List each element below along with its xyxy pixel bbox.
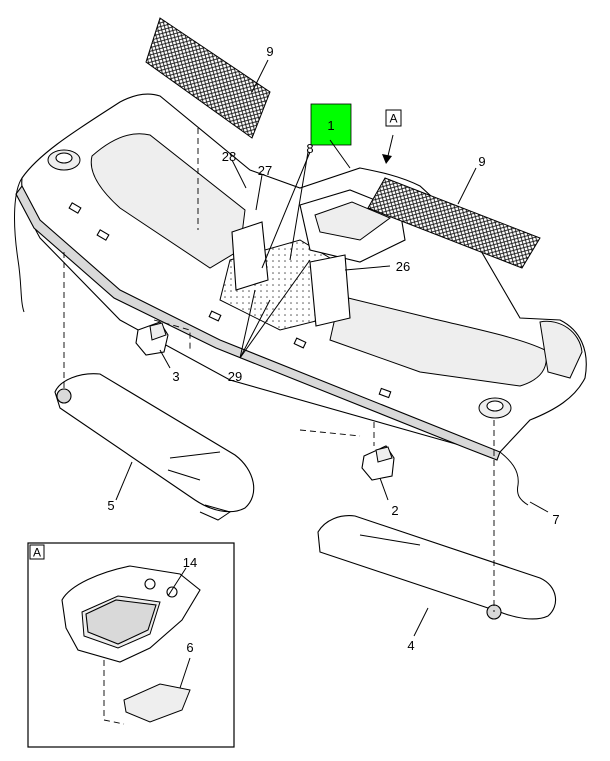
detail-label: A [33,546,41,560]
callout-7: 7 [552,512,559,527]
callout-9-left: 9 [266,44,273,59]
detail-view-a: A [27,542,235,748]
callout-1: 1 [327,118,334,133]
callout-2: 2 [391,503,398,518]
callout-3: 3 [172,369,179,384]
headliner [14,93,587,506]
callout-6: 6 [186,640,193,655]
callouts: 1 9 9 8 28 27 26 29 3 2 7 5 4 14 6 [107,44,559,655]
mesh-panel-left [145,17,271,139]
callout-29: 29 [228,369,242,384]
bracket-2 [361,445,395,481]
callout-26: 26 [396,259,410,274]
callout-14: 14 [183,555,197,570]
leader-lines [115,59,549,689]
callout-5: 5 [107,498,114,513]
callout-4: 4 [407,638,414,653]
callout-28: 28 [222,149,236,164]
sun-visor-4 [317,515,557,620]
view-marker-a: A [382,109,402,164]
highlight-box [310,103,352,146]
bracket-3 [135,321,169,356]
callout-8: 8 [306,141,313,156]
callout-27: 27 [258,163,272,178]
sun-visor-5 [54,373,255,521]
view-marker-label: A [389,112,397,126]
callout-9-right: 9 [478,154,485,169]
mesh-panel-right [367,177,541,269]
